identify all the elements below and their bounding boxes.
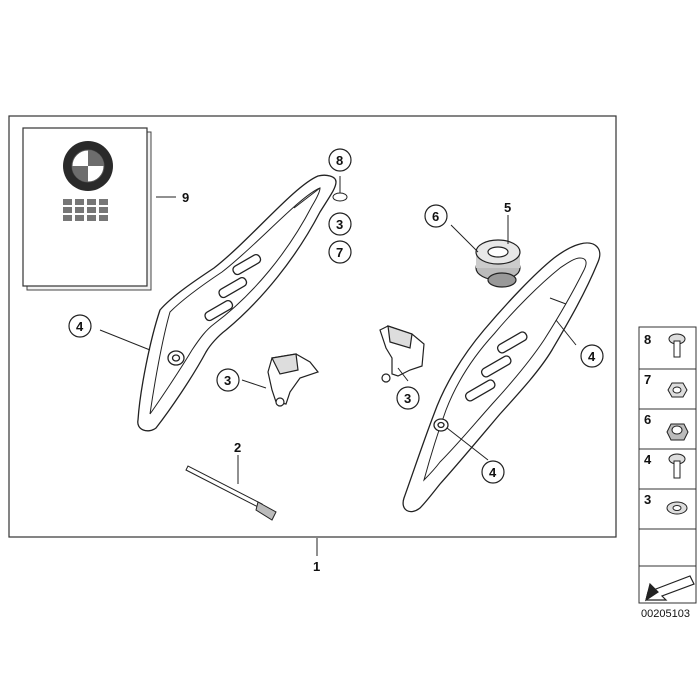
bmw-logo-icon [63, 141, 113, 191]
drawing-code: 00205103 [641, 608, 690, 620]
callout-4-left: 4 [76, 319, 84, 334]
callout-8: 8 [336, 153, 343, 168]
lock-nut-icon [666, 423, 689, 441]
cable-tie-part [185, 465, 277, 521]
callout-3-left: 3 [224, 373, 231, 388]
label-2: 2 [234, 440, 241, 455]
label-9: 9 [182, 190, 189, 205]
left-protector-part [137, 174, 337, 432]
washer-icon [666, 501, 688, 515]
legend-item-4: 4 [644, 452, 652, 467]
legend-item-3: 3 [644, 492, 651, 507]
right-bracket-part [379, 325, 425, 383]
callout-lines [99, 176, 577, 556]
callout-4-bottom: 4 [489, 465, 497, 480]
manual-booklet-part [22, 127, 152, 291]
callout-6: 6 [432, 209, 439, 224]
callout-7: 7 [336, 245, 343, 260]
right-protector-part [402, 242, 601, 513]
legend-item-6: 6 [644, 412, 651, 427]
callout-3-right: 3 [404, 391, 411, 406]
grommet-part [475, 239, 521, 288]
label-5: 5 [504, 200, 511, 215]
arrow-icon [645, 575, 695, 602]
legend-item-7: 7 [644, 372, 651, 387]
screw-icon [668, 453, 686, 479]
legend-column: 8 7 6 4 3 [638, 326, 697, 604]
nut-icon [667, 382, 688, 398]
callout-circles [68, 148, 604, 484]
callout-4-right: 4 [588, 349, 596, 364]
left-bracket-part [267, 353, 320, 407]
flag-icons [63, 199, 108, 221]
bolt-icon [668, 333, 686, 358]
washer-part [332, 192, 348, 202]
legend-item-8: 8 [644, 332, 651, 347]
main-frame [8, 115, 617, 538]
callout-3-top: 3 [336, 217, 343, 232]
label-1: 1 [313, 559, 320, 574]
